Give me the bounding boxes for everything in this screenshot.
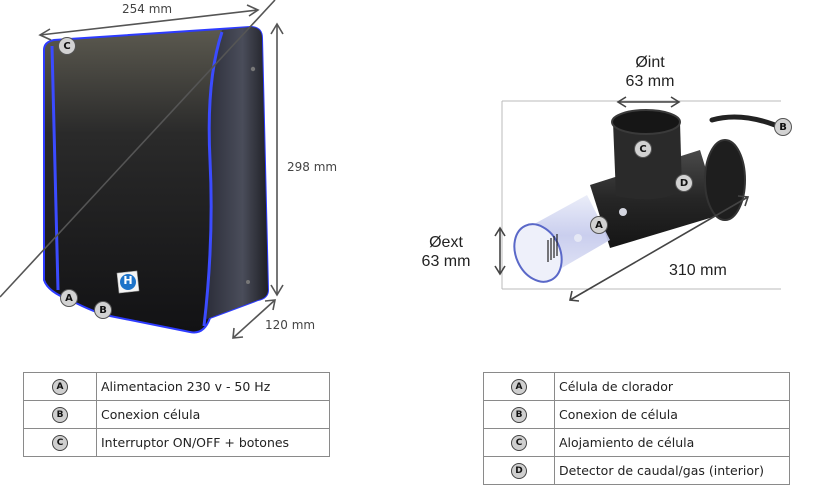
cell-length-label: 310 mm <box>669 262 727 279</box>
led-strip-left <box>50 45 60 291</box>
legend-key-badge: B <box>52 406 68 423</box>
legend-key-badge: D <box>511 462 527 479</box>
cell-outer-diameter-value: 63 mm <box>421 253 471 270</box>
brand-logo-circle <box>120 274 136 290</box>
controller-callout-a: A <box>60 289 78 307</box>
legend-text: Conexion célula <box>96 400 330 429</box>
legend-row: B Conexion célula <box>23 400 330 429</box>
legend-key-badge: C <box>52 434 68 451</box>
legend-text: Detector de caudal/gas (interior) <box>554 456 790 485</box>
legend-text: Conexion de célula <box>554 400 790 429</box>
screw <box>250 66 256 72</box>
screw <box>246 280 250 284</box>
cell-inner-diameter-value: 63 mm <box>625 73 675 90</box>
legend-key-badge: B <box>511 406 527 423</box>
legend-key-badge: A <box>52 378 68 395</box>
cell-inner-diameter-title: Øint <box>635 54 665 71</box>
controller-side-panel <box>204 27 268 320</box>
tee-housing <box>613 122 682 200</box>
legend-text: Interruptor ON/OFF + botones <box>96 428 330 457</box>
tube-end <box>513 223 563 283</box>
cell-callout-c: C <box>634 140 652 158</box>
cable <box>709 114 778 128</box>
cell-callout-b: B <box>774 118 792 136</box>
cell-outer-diameter-label: Øext 63 mm <box>418 233 474 271</box>
controller-width-label: 254 mm <box>122 2 173 16</box>
legend-row: C Alojamiento de célula <box>483 428 790 457</box>
legend-row: A Alimentacion 230 v - 50 Hz <box>23 372 330 401</box>
legend-row: B Conexion de célula <box>483 400 790 429</box>
legend-row: C Interruptor ON/OFF + botones <box>23 428 330 457</box>
cell-inner-diameter-label: Øint 63 mm <box>622 53 678 91</box>
legend-row: D Detector de caudal/gas (interior) <box>483 456 790 485</box>
chlorinator-cell <box>513 109 778 283</box>
legend-text: Alojamiento de célula <box>554 428 790 457</box>
legend-text: Célula de clorador <box>554 372 790 401</box>
cell-legend-table: A Célula de clorador B Conexion de célul… <box>483 372 790 485</box>
cell-callout-d: D <box>675 174 693 192</box>
cell-outer-diameter-title: Øext <box>429 234 463 251</box>
controller-height-label: 298 mm <box>287 160 338 174</box>
cell-bounding-lines <box>501 100 781 290</box>
tee-opening <box>611 109 681 135</box>
controller-depth-label: 120 mm <box>265 318 316 332</box>
legend-key-badge: A <box>511 378 527 395</box>
controller-callout-b: B <box>94 301 112 319</box>
cell-callout-a: A <box>590 216 608 234</box>
controller-legend-table: A Alimentacion 230 v - 50 Hz B Conexion … <box>23 372 330 457</box>
brand-logo-letter: H <box>123 274 133 287</box>
legend-text: Alimentacion 230 v - 50 Hz <box>96 372 330 401</box>
controller-device <box>43 25 270 334</box>
electrode-plates <box>547 234 558 262</box>
cell-dimension-lines <box>494 96 750 302</box>
union-nut <box>704 139 746 221</box>
controller-callout-c: C <box>58 37 76 55</box>
legend-key-badge: C <box>511 434 527 451</box>
legend-row: A Célula de clorador <box>483 372 790 401</box>
controller-dimension-lines <box>0 0 284 339</box>
